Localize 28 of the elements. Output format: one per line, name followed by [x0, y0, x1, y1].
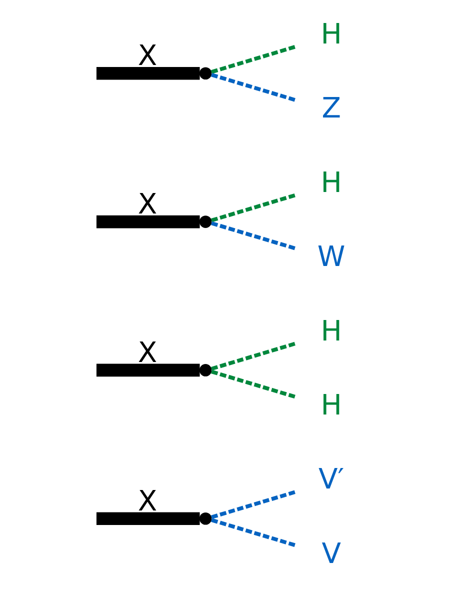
- node-point: [198, 512, 212, 525]
- edge-label: X: [137, 336, 157, 370]
- node-text: W: [316, 240, 345, 274]
- node-text: V′: [318, 462, 344, 496]
- connector: [210, 490, 297, 520]
- edge-label: X: [137, 188, 157, 221]
- node-text: V: [321, 536, 340, 570]
- node-text: H: [320, 314, 342, 348]
- connector: [210, 44, 297, 74]
- node-text: H: [320, 388, 342, 422]
- connector: [210, 221, 297, 251]
- edge-label: X: [137, 39, 157, 72]
- connector: [96, 364, 200, 377]
- connector: [210, 72, 297, 102]
- connector: [210, 370, 297, 400]
- connector: [96, 67, 200, 80]
- connector: [96, 512, 200, 525]
- connector: [210, 518, 297, 548]
- connector: [210, 192, 297, 222]
- edge-label: X: [137, 484, 157, 518]
- connector: [96, 215, 200, 228]
- node-text: H: [320, 166, 342, 199]
- connector: [210, 341, 297, 371]
- node-text: H: [320, 17, 342, 50]
- node-point: [198, 364, 212, 376]
- node-text: Z: [321, 92, 340, 125]
- node-point: [198, 216, 212, 228]
- node-point: [198, 67, 212, 80]
